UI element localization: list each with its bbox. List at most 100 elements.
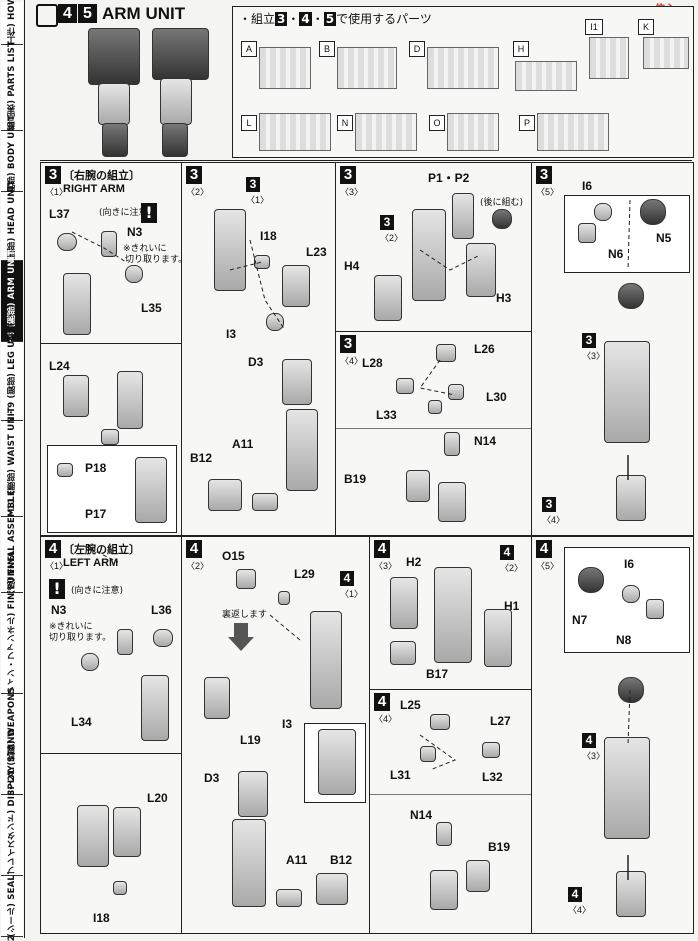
part-label: L26	[474, 342, 495, 356]
step-number: 3	[45, 166, 61, 184]
ref-substep: 〈4〉	[568, 905, 592, 915]
runner-K	[643, 37, 689, 69]
part-label: D3	[204, 771, 220, 785]
ref-step-number: 3	[380, 215, 394, 230]
ref-substep: 〈2〉	[500, 563, 524, 573]
step-number-5: 5	[78, 4, 97, 23]
part-label: O15	[222, 549, 245, 563]
runner-D	[427, 47, 499, 89]
part-label: L37	[49, 207, 70, 221]
cut-note: 切り取ります。	[125, 255, 188, 265]
ref-step-number: 4	[568, 887, 582, 902]
part-label: L20	[147, 791, 168, 805]
step-title-en: LEFT ARM	[63, 557, 119, 569]
step-number: 4	[186, 540, 202, 558]
part-label: L19	[240, 733, 261, 747]
ref-substep: 〈3〉	[582, 751, 606, 761]
part-label: L33	[376, 408, 397, 422]
cut-note: 切り取ります。	[49, 633, 112, 643]
sidebar-item-head-unit[interactable]: 2 (頭部) HEAD UNIT	[1, 180, 23, 272]
runner-I1	[589, 37, 629, 79]
sidebar-item-waist-unit[interactable]: 10～11 (腰部) WAIST UNIT	[1, 407, 23, 530]
part-label: A11	[286, 853, 308, 867]
substep-number: 〈5〉	[536, 561, 560, 571]
runner-H	[515, 61, 577, 91]
part-label: P18	[85, 461, 107, 475]
sidebar-item-body-unit[interactable]: 1 (胸部) BODY UNIT	[1, 115, 23, 207]
part-H-label: H	[513, 41, 529, 57]
ref-step-number: 3	[246, 177, 260, 192]
part-label: N14	[474, 434, 497, 448]
cut-note: ※きれいに	[49, 622, 93, 632]
step-3-2-panel: 3 〈2〉 3 〈1〉 I18 L23 I3 D3 A11 B12	[181, 162, 336, 536]
part-label: N14	[410, 808, 433, 822]
step-3-4-panel: 3 〈4〉 L26 L28 L30 L33 N14 B19	[335, 331, 532, 536]
part-label: L29	[294, 567, 315, 581]
cut-note: ※きれいに	[123, 244, 167, 254]
step-title-jp: 〔右腕の組立〕	[63, 170, 140, 182]
part-O-label: O	[429, 115, 445, 131]
completed-arm-illustration	[80, 28, 230, 160]
runner-O	[447, 113, 499, 151]
part-K-label: K	[638, 19, 654, 35]
step-number: 4	[536, 540, 552, 558]
assemble-later-note: (後に組む)	[480, 198, 524, 208]
part-label: I6	[624, 557, 635, 571]
runner-P	[537, 113, 609, 151]
sidebar-item-how-to[interactable]: (基本工作) HOW TO	[1, 0, 23, 67]
sidebar-item-arm-unit[interactable]: 3～6 (腕部) ARM UNIT	[1, 250, 23, 352]
part-label: I18	[93, 911, 110, 925]
step-title-en: RIGHT ARM	[63, 183, 125, 195]
sidebar-item-final-assemble[interactable]: 12 (完成) FINAL ASSEMBLE	[1, 490, 23, 619]
warning-icon: !	[49, 579, 65, 599]
part-label: P17	[85, 507, 107, 521]
part-I1-label: I1	[585, 19, 603, 35]
step-3-3-panel: 3 〈3〉 P1・P2 (後に組む) 3 〈2〉 H4 H3	[335, 162, 532, 332]
substep-number: 〈5〉	[536, 187, 560, 197]
part-label: N6	[608, 247, 624, 261]
ref-step-number: 4	[500, 545, 514, 560]
sidebar-item-fin-funnel[interactable]: 13～17 (フィン・ファンネル) FIN FUNNEL	[1, 550, 23, 736]
substep-number: 〈1〉	[45, 187, 69, 197]
sidebar-item-seal[interactable]: (シール) SEAL	[1, 875, 23, 937]
flip-note: 裏返します	[222, 610, 268, 620]
step-number: 3	[340, 166, 356, 184]
part-N-label: N	[337, 115, 353, 131]
step-number: 3	[186, 166, 202, 184]
part-A-label: A	[241, 41, 257, 57]
part-label: D3	[248, 355, 264, 369]
part-label: B12	[330, 853, 353, 867]
part-label: L27	[490, 714, 511, 728]
part-label: L23	[306, 245, 327, 259]
substep-number: 〈2〉	[186, 187, 210, 197]
part-label: B12	[190, 451, 213, 465]
part-label: L28	[362, 356, 383, 370]
divider	[40, 160, 692, 161]
part-label: L34	[71, 715, 92, 729]
substep-number: 〈3〉	[340, 187, 364, 197]
part-label: B19	[344, 472, 367, 486]
step-number: 4	[374, 540, 390, 558]
part-label: N3	[127, 225, 143, 239]
sidebar-item-display-stand[interactable]: 22～24 (ディスプレイスタンド) DISPLAY STAND	[1, 729, 23, 941]
part-label: L32	[482, 770, 503, 784]
section-sidebar: (基本工作) HOW TO (部品表) PARTS LIST 1 (胸部) BO…	[0, 0, 25, 941]
brand-logo	[36, 4, 58, 27]
part-label: B17	[426, 667, 449, 681]
sidebar-item-weapons[interactable]: 18～21 (武器) WEAPONS	[1, 687, 23, 801]
ref-step-number: 3	[542, 497, 556, 512]
sidebar-item-leg-unit[interactable]: 7・8・9 (脚部) LEG UNIT	[1, 324, 23, 438]
substep-number: 〈3〉	[374, 561, 398, 571]
part-label: N3	[51, 603, 67, 617]
part-label: L25	[400, 698, 421, 712]
part-label: L35	[141, 301, 162, 315]
step-4-4-panel: 4 〈4〉 L25 L27 L31 L32 N14 B19	[369, 689, 532, 934]
sidebar-item-parts-list[interactable]: (部品表) PARTS LIST	[1, 41, 23, 134]
part-label: N5	[656, 231, 672, 245]
step-4-1-panel: 4 〈1〉 〔左腕の組立〕 LEFT ARM ! (向きに注意) N3 ※きれい…	[40, 536, 182, 934]
part-L-label: L	[241, 115, 257, 131]
part-label: B19	[488, 840, 511, 854]
step-3-1-panel: 3 〈1〉 〔右腕の組立〕 RIGHT ARM L37 (向きに注意) ! N3…	[40, 162, 187, 536]
runner-B	[337, 47, 397, 89]
